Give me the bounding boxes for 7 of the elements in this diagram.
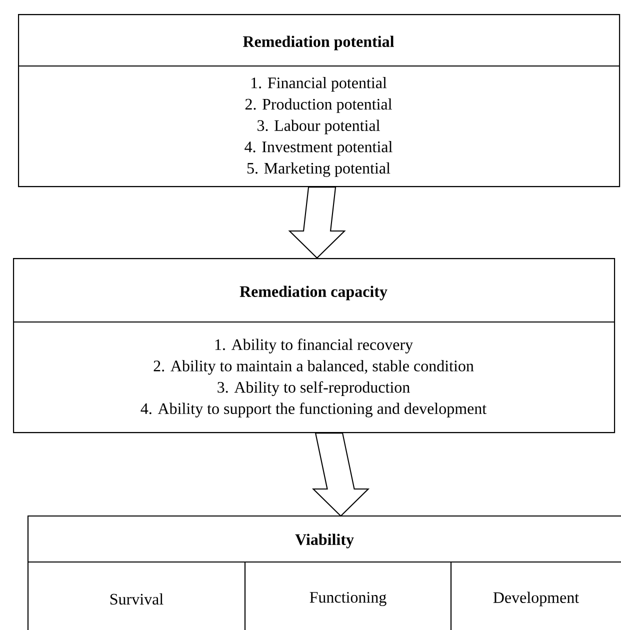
text-box: Remediation potential 1. Financial potential 2. Production potential 3. Labour potential 4. Investment potential 5. Marketing potential [18,14,620,188]
block-arrow [312,432,370,517]
text-box: Remediation capacity 1. Ability to financial recovery 2. Ability to maintain a balanced, stable condition 3. Ability to self-reproduction 4. Ability to support the functioning and development [13,258,616,434]
block-arrow [288,186,346,259]
table-cell: Functioning [244,562,386,630]
table-cell: Development [450,562,580,630]
table-cell: Survival [110,593,164,605]
